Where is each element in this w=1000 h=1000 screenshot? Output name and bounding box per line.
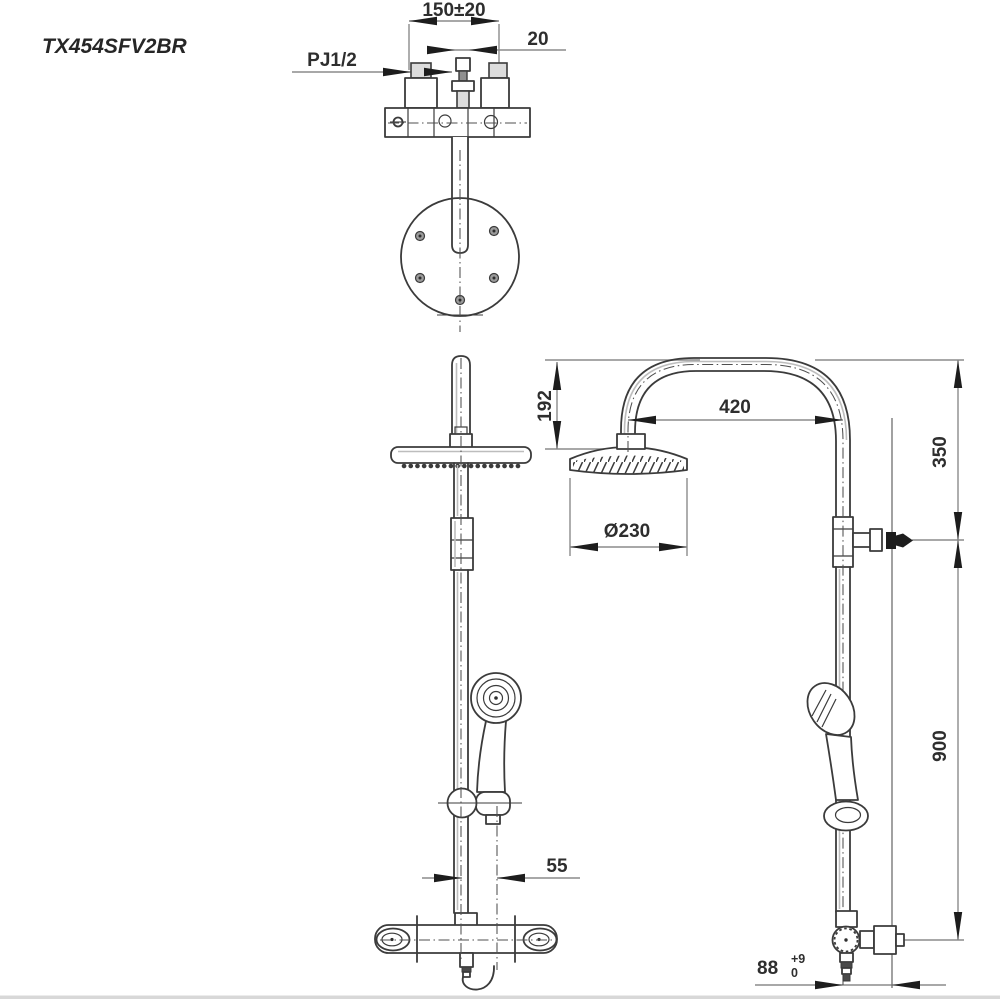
gooseneck-arm-outer bbox=[620, 357, 851, 518]
dim-arm-reach-label: 420 bbox=[719, 397, 751, 418]
side-view bbox=[569, 357, 913, 985]
wall-mount-block bbox=[873, 925, 897, 955]
dim-wall-offset-tolerance-lower: 0 bbox=[791, 966, 798, 980]
left-inlet-block bbox=[404, 77, 438, 109]
center-outlet-top bbox=[455, 57, 471, 72]
thread-spec-label: PJ1/2 bbox=[307, 50, 357, 71]
plate-screws bbox=[414, 225, 500, 306]
page-bottom-edge bbox=[0, 995, 1000, 999]
gooseneck-arm-inner bbox=[634, 370, 837, 518]
holder-hose-nut bbox=[485, 814, 501, 825]
dim-upper-drop-label: 350 bbox=[930, 436, 951, 468]
right-inlet-block bbox=[480, 77, 510, 109]
center-outlet-shaft bbox=[456, 90, 470, 109]
wall-mount-tab bbox=[895, 933, 905, 947]
diverter-housing bbox=[454, 912, 478, 927]
valve-collar-side bbox=[835, 910, 858, 928]
slide-ring bbox=[823, 800, 869, 832]
dim-center-offset-label: 20 bbox=[527, 29, 548, 50]
right-inlet-neck bbox=[488, 62, 508, 79]
dim-wall-offset-label: 88 bbox=[757, 958, 778, 979]
head-connector-side bbox=[616, 433, 646, 450]
hose-outlet bbox=[459, 952, 474, 968]
center-outlet-flange bbox=[451, 80, 475, 92]
front-view bbox=[374, 355, 558, 991]
wall-supply-nipple bbox=[886, 532, 913, 549]
model-number: TX454SFV2BR bbox=[42, 35, 188, 58]
dimension-lines bbox=[292, 20, 964, 988]
riser-sleeve bbox=[832, 516, 854, 568]
dim-wall-offset-tolerance-upper: +9 bbox=[791, 952, 805, 966]
dim-head-diameter-label: Ø230 bbox=[604, 521, 650, 542]
hand-shower-handle-side bbox=[825, 733, 859, 801]
hose-loop bbox=[462, 965, 495, 991]
dimension-arrows bbox=[383, 16, 963, 990]
column-sleeve-front bbox=[450, 517, 474, 571]
labels: TX454SFV2BR 150±20 20 PJ1/2 192 420 Ø230… bbox=[42, 0, 951, 980]
wall-union bbox=[852, 532, 872, 548]
center-outlet-mid bbox=[458, 70, 468, 82]
dim-hand-shower-offset-label: 55 bbox=[546, 856, 568, 877]
dim-arc-rise-label: 192 bbox=[535, 390, 556, 422]
dim-rail-height-label: 900 bbox=[930, 730, 951, 762]
hand-shower-handle-front bbox=[476, 720, 507, 793]
dim-inlet-span-label: 150±20 bbox=[422, 0, 485, 21]
wall-union-flange bbox=[869, 528, 883, 552]
top-view bbox=[384, 57, 531, 332]
valve-adapter bbox=[859, 930, 875, 949]
